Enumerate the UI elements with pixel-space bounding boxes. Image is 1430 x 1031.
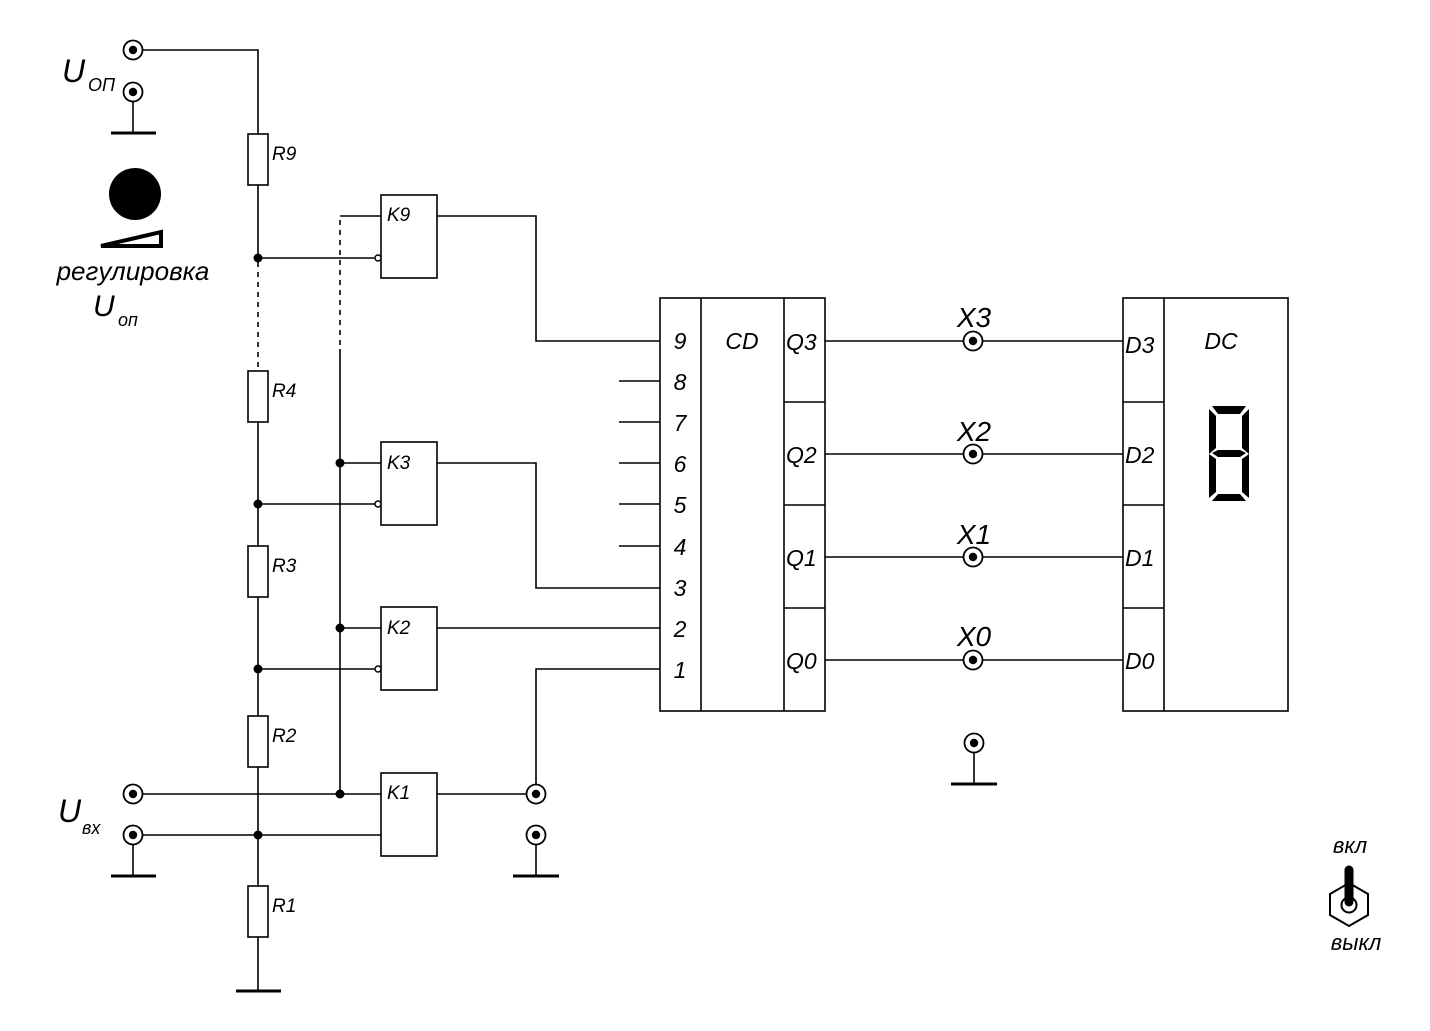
comparator-k3 [380, 441, 438, 526]
uop-terminal-ground[interactable] [122, 81, 144, 103]
uop-terminal-top[interactable] [122, 39, 144, 61]
test-point-x0-label: X0 [956, 621, 992, 652]
adjust-uop-subscript: оп [118, 310, 138, 330]
coder-input-label: 5 [674, 492, 687, 518]
comparator-k2 [380, 606, 438, 691]
coder-input-label: 9 [674, 328, 687, 354]
decoder-input-label: D0 [1125, 648, 1155, 674]
adjust-knob-icon[interactable] [109, 168, 161, 220]
test-point-x2[interactable] [962, 443, 984, 465]
resistor-r2 [247, 715, 269, 768]
power-toggle-switch[interactable] [1329, 865, 1369, 928]
resistor-r4-label: R4 [272, 381, 296, 402]
test-point-x0[interactable] [962, 649, 984, 671]
decoder-input-label: D2 [1125, 442, 1155, 468]
coder-input-label: 3 [674, 575, 687, 601]
adjust-ramp-icon [100, 229, 163, 248]
resistor-r2-label: R2 [272, 726, 297, 747]
comparator-k9 [380, 194, 438, 279]
switch-on-label: вкл [1333, 833, 1367, 858]
coder-input-label: 4 [674, 534, 687, 560]
k1-ground-terminal[interactable] [525, 824, 547, 846]
uop-subscript: ОП [88, 75, 116, 95]
uvx-label: U [58, 793, 82, 829]
resistor-r9-label: R9 [272, 144, 297, 165]
resistor-r9 [247, 133, 269, 186]
k1-output-terminal[interactable] [525, 783, 547, 805]
coder-input-label: 1 [674, 657, 687, 683]
coder-title: CD [725, 328, 758, 354]
coder-output-label: Q0 [786, 648, 817, 674]
decoder-input-label: D1 [1125, 545, 1154, 571]
comparator-k9-label: K9 [387, 205, 411, 226]
coder-output-label: Q2 [786, 442, 817, 468]
test-point-x2-label: X2 [956, 416, 992, 447]
comparator-k3-label: K3 [387, 453, 411, 474]
adjust-label: регулировка [56, 256, 210, 286]
uvx-subscript: вх [82, 818, 101, 838]
seven-segment-display [1209, 406, 1249, 501]
test-point-x1[interactable] [962, 546, 984, 568]
resistor-r3 [247, 545, 269, 598]
switch-off-label: выкл [1331, 930, 1381, 955]
decoder-input-label: D3 [1125, 332, 1155, 358]
coder-output-label: Q3 [786, 329, 817, 355]
comparator-k1-label: K1 [387, 783, 410, 804]
coder-output-label: Q1 [786, 545, 817, 571]
test-point-x3-label: X3 [956, 302, 992, 333]
decoder-title: DC [1204, 328, 1238, 354]
coder-input-label: 2 [673, 616, 687, 642]
resistor-r3-label: R3 [272, 556, 297, 577]
uvx-terminal-top[interactable] [122, 783, 144, 805]
test-point-x1-label: X1 [956, 519, 991, 550]
test-point-x3[interactable] [962, 330, 984, 352]
coder-input-label: 6 [674, 451, 687, 477]
comparator-k1 [380, 772, 438, 857]
resistor-r1-label: R1 [272, 896, 296, 917]
resistor-r4 [247, 370, 269, 423]
coder-input-label: 8 [674, 369, 687, 395]
resistor-r1 [247, 885, 269, 938]
uvx-terminal-ground[interactable] [122, 824, 144, 846]
decoder-dc [1122, 297, 1289, 712]
common-ground-terminal[interactable] [963, 732, 985, 754]
coder-cd [659, 297, 826, 712]
adjust-uop-label: U [93, 290, 115, 323]
coder-input-label: 7 [674, 410, 688, 436]
uop-label: U [62, 53, 86, 89]
comparator-k2-label: K2 [387, 618, 411, 639]
